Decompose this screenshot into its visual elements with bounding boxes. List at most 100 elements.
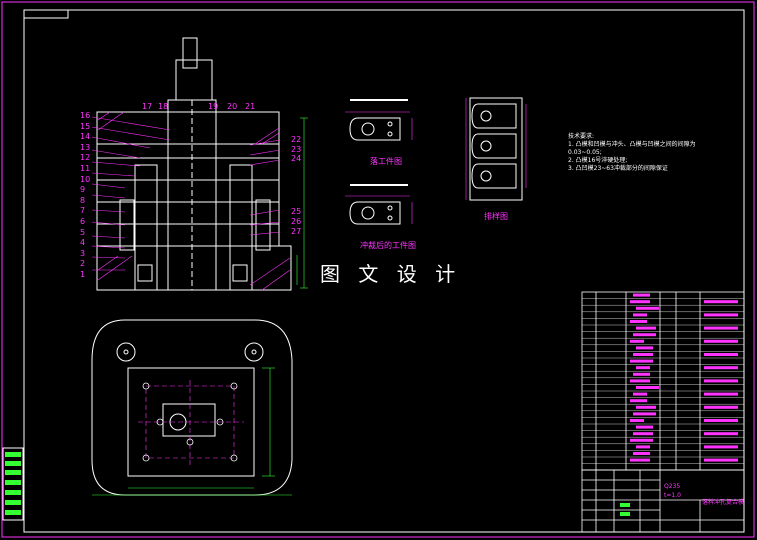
bom-material-mark — [704, 326, 738, 330]
part-number-label: 6 — [80, 217, 86, 226]
bom-entry-mark — [636, 425, 653, 429]
bom-entry-mark — [630, 379, 650, 383]
bom-material-mark — [704, 339, 738, 343]
bom-entry-mark — [636, 445, 650, 449]
bom-rows — [582, 298, 744, 464]
title-block — [581, 469, 745, 533]
part-number-label: 22 — [291, 135, 302, 144]
part-number-label: 5 — [80, 227, 86, 237]
title-thickness: t=1.0 — [664, 492, 681, 499]
bom-material-mark — [704, 419, 738, 422]
plan-dimensions — [92, 367, 292, 496]
caption-blank: 冲裁后的工件图 — [360, 241, 416, 250]
part-number-label: 11 — [80, 164, 91, 173]
bom-entry-mark — [630, 320, 647, 323]
bom-entry-mark — [636, 306, 659, 310]
part-number-label: 23 — [291, 145, 302, 154]
bom-entry-mark — [630, 438, 653, 442]
bom-material-mark — [704, 353, 738, 356]
part-number-label: 1 — [80, 270, 86, 279]
part-number-label: 24 — [291, 154, 302, 163]
title-block-fills — [620, 503, 630, 516]
part-dims — [345, 111, 413, 224]
part-number-label: 4 — [80, 238, 86, 248]
bom-entry-mark — [630, 300, 650, 304]
leader-lines — [91, 116, 281, 271]
bom-entries — [630, 293, 738, 462]
left-stamp — [2, 447, 24, 521]
part-number-label: 19 — [208, 102, 219, 111]
bom-entry-mark — [636, 346, 653, 350]
bom-entry-mark — [636, 326, 656, 330]
bom-material-mark — [704, 300, 738, 304]
bom-entry-mark — [633, 372, 650, 376]
bom-material-mark — [704, 379, 738, 383]
bom-material-mark — [704, 458, 738, 462]
part-number-label: 13 — [80, 142, 91, 152]
title-material: Q235 — [664, 483, 681, 490]
section-hatching — [97, 111, 291, 291]
title-name: 落料冲孔复合模 — [702, 499, 745, 506]
plan-view — [91, 319, 293, 496]
part-number-label: 26 — [291, 217, 302, 226]
dimension-lines — [296, 117, 308, 289]
tech-title: 技术要求: — [568, 133, 595, 140]
bom-entry-mark — [630, 359, 653, 363]
bom-material-mark — [704, 445, 738, 449]
bom-material-mark — [704, 392, 738, 396]
plan-holes — [142, 382, 238, 462]
bom-entry-mark — [633, 353, 653, 356]
plan-centerlines — [138, 380, 244, 466]
part-drawing-2 — [349, 184, 408, 225]
part-number-label: 25 — [291, 207, 302, 216]
tech-line: 2. 凸模16号淬硬处理; — [568, 157, 628, 164]
bom-table — [581, 291, 745, 471]
part-number-label: 16 — [80, 111, 91, 120]
bom-material-mark — [704, 432, 738, 436]
part-number-label: 27 — [291, 227, 302, 236]
part-drawing-1 — [349, 99, 408, 141]
tech-line: 3. 凸凹模23~63冲裁部分的间隙保证 — [568, 165, 668, 172]
part-number-label: 14 — [80, 132, 91, 142]
bom-entry-mark — [630, 419, 644, 422]
part-number-label: 17 — [142, 102, 153, 111]
part-number-label: 8 — [80, 195, 86, 205]
inner-frame — [23, 9, 745, 533]
tech-line: 0.03~0.05; — [568, 149, 602, 156]
bom-entry-mark — [630, 399, 647, 403]
part-number-label: 12 — [80, 153, 91, 163]
bom-entry-mark — [633, 293, 650, 297]
bom-entry-mark — [633, 333, 656, 337]
bom-entry-mark — [636, 366, 650, 370]
watermark: 图 文 设 计 — [320, 262, 462, 286]
caption-layout: 排样图 — [484, 212, 508, 221]
tech-line: 1. 凸模和凹模与冲头、凸模与凹模之间的间隙为 — [568, 141, 696, 148]
part-number-label: 15 — [80, 121, 91, 131]
part-number-label: 20 — [227, 102, 238, 111]
bom-entry-mark — [633, 432, 653, 436]
part-number-label: 7 — [80, 206, 86, 216]
assembly-section — [96, 37, 292, 291]
caption-part: 落工件图 — [370, 157, 402, 166]
part-number-label: 18 — [158, 102, 169, 111]
part-number-label: 9 — [80, 185, 86, 195]
bom-entry-mark — [630, 339, 644, 343]
bom-entry-mark — [630, 458, 650, 462]
bom-entry-mark — [633, 392, 647, 396]
bom-material-mark — [704, 405, 738, 409]
part-number-label: 10 — [80, 174, 91, 184]
tech-requirements: 技术要求: 1. 凸模和凹模与冲头、凸模与凹模之间的间隙为 0.03~0.05;… — [568, 133, 696, 173]
bom-entry-mark — [636, 405, 656, 409]
bom-material-mark — [704, 366, 738, 370]
bom-entry-mark — [636, 386, 659, 389]
part-number-label: 21 — [245, 102, 256, 111]
strip-dims — [465, 98, 527, 200]
corner-box — [23, 9, 69, 19]
part-number-label: 3 — [80, 248, 86, 258]
part-number-label: 2 — [80, 259, 86, 269]
bom-entry-mark — [633, 452, 650, 455]
bom-material-mark — [704, 313, 738, 317]
bom-entry-mark — [633, 313, 647, 317]
